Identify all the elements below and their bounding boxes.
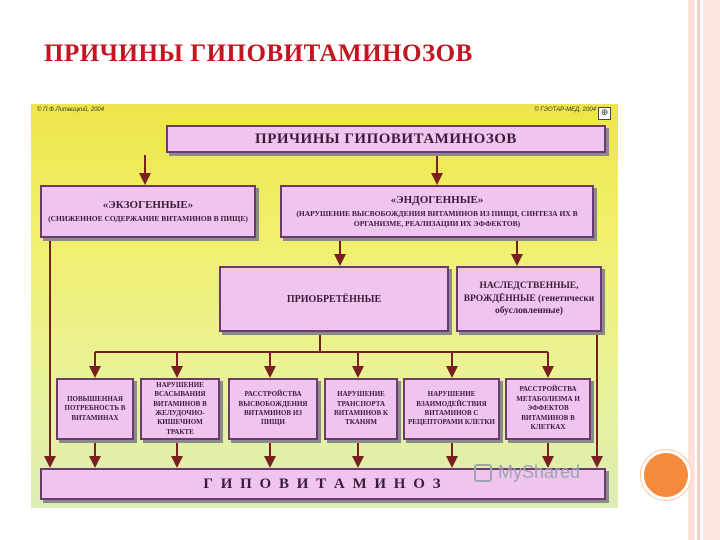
cause-label: РАССТРОЙСТВА ВЫСВОБОЖДЕНИЯ ВИТАМИНОВ ИЗ … xyxy=(238,390,308,427)
hereditary-label: НАСЛЕДСТВЕННЫЕ, ВРОЖДЁННЫЕ (генетически … xyxy=(463,281,595,317)
result-box: Г И П О В И Т А М И Н О З xyxy=(40,468,606,500)
acquired-box: ПРИОБРЕТЁННЫЕ xyxy=(219,266,449,332)
endogenous-title: «ЭНДОГЕННЫЕ» xyxy=(390,193,484,206)
watermark-logo-icon xyxy=(474,463,492,482)
cause-label: НАРУШЕНИЕ ВЗАИМОДЕЙСТВИЯ ВИТАМИНОВ С РЕЦ… xyxy=(408,390,495,427)
endogenous-box: «ЭНДОГЕННЫЕ» (НАРУШЕНИЕ ВЫСВОБОЖДЕНИЯ ВИ… xyxy=(280,185,594,238)
cause-label: РАССТРОЙСТВА МЕТАБОЛИЗМА И ЭФФЕКТОВ ВИТА… xyxy=(516,385,580,432)
header-box: ПРИЧИНЫ ГИПОВИТАМИНОЗОВ xyxy=(166,125,606,153)
cause-box: НАРУШЕНИЕ ТРАНСПОРТА ВИТАМИНОВ К ТКАНЯМ xyxy=(324,378,398,440)
exogenous-desc: (СНИЖЕННОЕ СОДЕРЖАНИЕ ВИТАМИНОВ В ПИЩЕ) xyxy=(48,213,248,223)
credit-left: © П.Ф.Литвицкий, 2004 xyxy=(37,107,105,113)
decor-stripe xyxy=(697,0,700,540)
cause-box: НАРУШЕНИЕ ВЗАИМОДЕЙСТВИЯ ВИТАМИНОВ С РЕЦ… xyxy=(403,378,500,440)
cause-label: ПОВЫШЕННАЯ ПОТРЕБНОСТЬ В ВИТАМИНАХ xyxy=(64,394,126,422)
accent-dot xyxy=(641,450,691,500)
endogenous-desc: (НАРУШЕНИЕ ВЫСВОБОЖДЕНИЯ ВИТАМИНОВ ИЗ ПИ… xyxy=(296,208,578,228)
credit-right: © ГЭОТАР-МЕД, 2004 xyxy=(534,107,596,113)
result-label: Г И П О В И Т А М И Н О З xyxy=(203,475,443,492)
watermark-text: MyShared xyxy=(498,462,581,482)
cause-box: ПОВЫШЕННАЯ ПОТРЕБНОСТЬ В ВИТАМИНАХ xyxy=(56,378,134,440)
decor-stripe xyxy=(703,0,720,540)
slide-title: ПРИЧИНЫ ГИПОВИТАМИНОЗОВ xyxy=(44,40,473,67)
exogenous-box: «ЭКЗОГЕННЫЕ» (СНИЖЕННОЕ СОДЕРЖАНИЕ ВИТАМ… xyxy=(40,185,256,238)
cause-box: НАРУШЕНИЕ ВСАСЫВАНИЯ ВИТАМИНОВ В ЖЕЛУДОЧ… xyxy=(140,378,220,440)
watermark: MyShared xyxy=(474,462,580,483)
cause-label: НАРУШЕНИЕ ТРАНСПОРТА ВИТАМИНОВ К ТКАНЯМ xyxy=(334,390,388,427)
exogenous-title: «ЭКЗОГЕННЫЕ» xyxy=(102,198,194,211)
cause-label: НАРУШЕНИЕ ВСАСЫВАНИЯ ВИТАМИНОВ В ЖЕЛУДОЧ… xyxy=(153,380,207,436)
decor-stripe xyxy=(688,0,695,540)
cause-box: РАССТРОЙСТВА ВЫСВОБОЖДЕНИЯ ВИТАМИНОВ ИЗ … xyxy=(228,378,318,440)
cause-box: РАССТРОЙСТВА МЕТАБОЛИЗМА И ЭФФЕКТОВ ВИТА… xyxy=(505,378,591,440)
header-text: ПРИЧИНЫ ГИПОВИТАМИНОЗОВ xyxy=(255,130,517,147)
acquired-label: ПРИОБРЕТЁННЫЕ xyxy=(286,293,382,305)
hereditary-box: НАСЛЕДСТВЕННЫЕ, ВРОЖДЁННЫЕ (генетически … xyxy=(456,266,602,332)
link-icon[interactable]: ⊕ xyxy=(598,107,611,120)
